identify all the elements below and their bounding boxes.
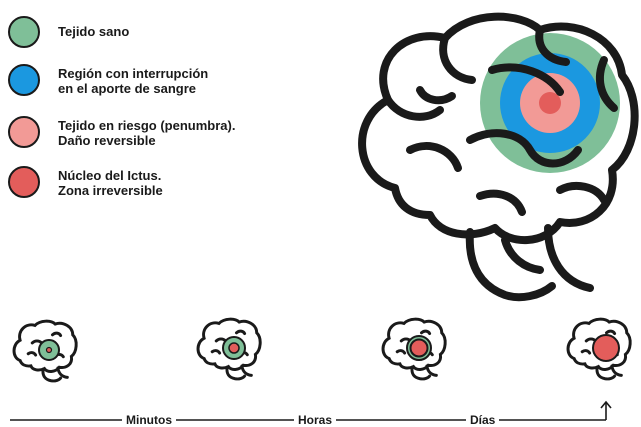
legend-item-core: Núcleo del Ictus. Zona irreversible [8, 166, 163, 198]
timeline-label-days: Días [466, 413, 500, 427]
legend-label: Región con interrupción [58, 66, 209, 81]
core-circle [228, 342, 240, 354]
legend-label: Zona irreversible [58, 183, 163, 198]
healthy-tissue-swatch [8, 16, 40, 48]
core-circle [409, 338, 429, 358]
core-circle [592, 334, 620, 362]
core-circle [539, 92, 561, 114]
legend-label: Tejido sano [58, 24, 130, 39]
brain-stage-3-icon [381, 317, 447, 381]
brain-stage-1-icon [12, 319, 78, 383]
timeline-arrow-head-icon [600, 400, 612, 409]
legend-item-healthy: Tejido sano [8, 16, 129, 48]
core-dot [45, 346, 53, 354]
interruption-region-swatch [8, 64, 40, 96]
timeline-label-minutes: Minutos [122, 413, 176, 427]
legend-label: Tejido en riesgo (penumbra). [58, 118, 236, 133]
legend-item-penumbra: Tejido en riesgo (penumbra). Daño revers… [8, 116, 235, 148]
legend-label: en el aporte de sangre [58, 81, 196, 96]
timeline-label-hours: Horas [294, 413, 337, 427]
penumbra-swatch [8, 116, 40, 148]
brain-stage-2-icon [196, 317, 262, 381]
legend-label: Núcleo del Ictus. [58, 168, 162, 183]
large-brain-icon [358, 12, 639, 302]
legend-label: Daño reversible [58, 133, 156, 148]
brain-stage-4-icon [566, 317, 632, 381]
legend-item-interruption: Región con interrupción en el aporte de … [8, 64, 208, 96]
stroke-core-swatch [8, 166, 40, 198]
